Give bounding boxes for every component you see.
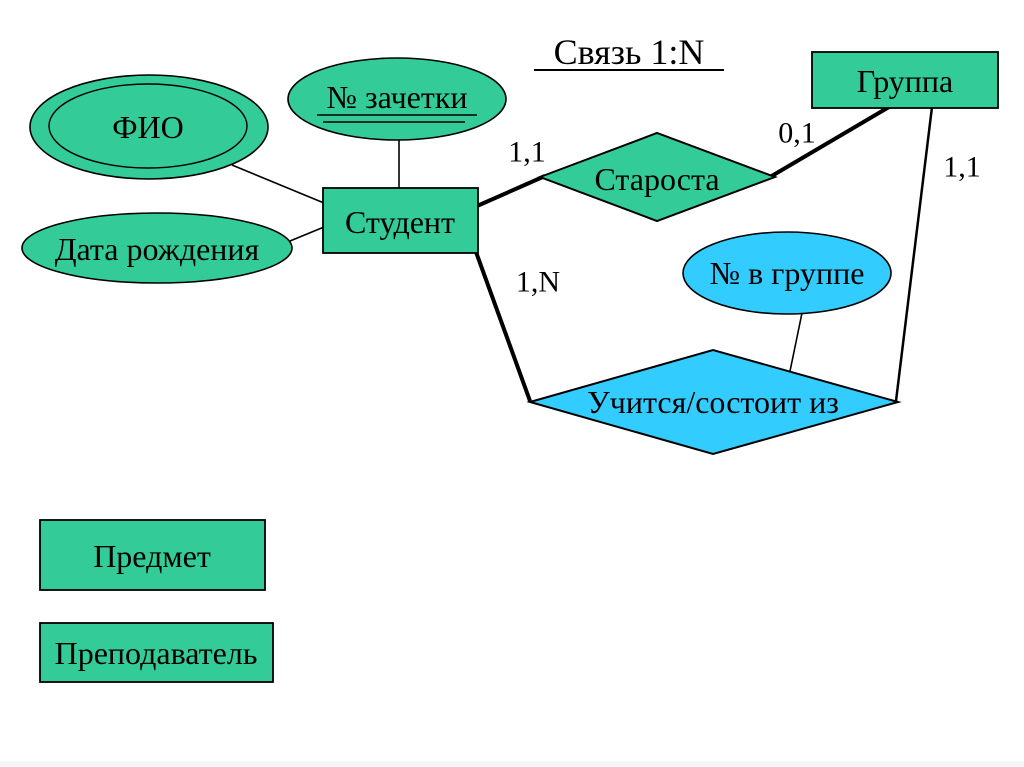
fio-outer-ellipse: [29, 74, 269, 180]
prepodavatel-label: Преподаватель: [55, 635, 258, 671]
slide-bottom-strip: [0, 761, 1024, 767]
fio-label: ФИО: [112, 109, 184, 145]
cardinality-starosta-gruppa: 0,1: [778, 117, 816, 150]
connector-student-starosta: [476, 174, 546, 208]
birthdate-ellipse: [21, 212, 293, 284]
entity-predmet: Предмет: [39, 519, 266, 591]
student-rect: [322, 187, 479, 254]
starosta-label: Староста: [594, 161, 719, 197]
connector-groupnumber-uchitsya: [788, 312, 803, 377]
predmet-label: Предмет: [93, 538, 211, 574]
connectors: [231, 105, 934, 402]
attribute-zachetka: № зачетки: [287, 57, 507, 141]
relationship-uchitsya: Учится/состоит из: [526, 348, 902, 456]
connector-gruppa-uchitsya: [894, 106, 934, 402]
entity-gruppa: Группа: [811, 51, 999, 109]
gruppa-label: Группа: [857, 63, 954, 99]
gruppa-rect: [811, 51, 999, 109]
connector-starosta-gruppa: [768, 105, 891, 179]
zachetka-ellipse: [287, 57, 507, 141]
slide-title: Связь 1:N: [534, 32, 724, 72]
predmet-rect: [39, 519, 266, 591]
group-number-ellipse: [682, 231, 892, 315]
connector-fio-student: [231, 164, 325, 204]
birthdate-label: Дата рождения: [55, 231, 260, 267]
relationship-starosta: Староста: [537, 131, 778, 223]
attribute-group-number: № в группе: [682, 231, 892, 315]
group-number-label: № в группе: [710, 255, 865, 291]
entity-student: Студент: [322, 187, 479, 254]
attribute-fio: ФИО: [29, 74, 269, 180]
zachetka-label: № зачетки: [326, 79, 467, 115]
prepodavatel-rect: [39, 622, 274, 683]
uchitsya-label: Учится/состоит из: [587, 384, 839, 420]
cardinality-labels: 1,1 0,1 1,1 1,N: [508, 117, 981, 299]
slide-title-text: Связь 1:N: [554, 32, 705, 72]
starosta-diamond: [537, 131, 778, 223]
entity-prepodavatel: Преподаватель: [39, 622, 274, 683]
cardinality-student-uchitsya: 1,N: [516, 266, 560, 299]
student-label: Студент: [345, 204, 455, 240]
fio-inner-ellipse: [48, 83, 248, 169]
cardinality-student-starosta: 1,1: [508, 136, 546, 169]
attribute-birthdate: Дата рождения: [21, 212, 293, 284]
connector-student-uchitsya: [474, 251, 532, 402]
cardinality-gruppa-uchitsya: 1,1: [943, 151, 981, 184]
uchitsya-diamond: [526, 348, 902, 456]
connector-birthdate-student: [289, 226, 325, 242]
